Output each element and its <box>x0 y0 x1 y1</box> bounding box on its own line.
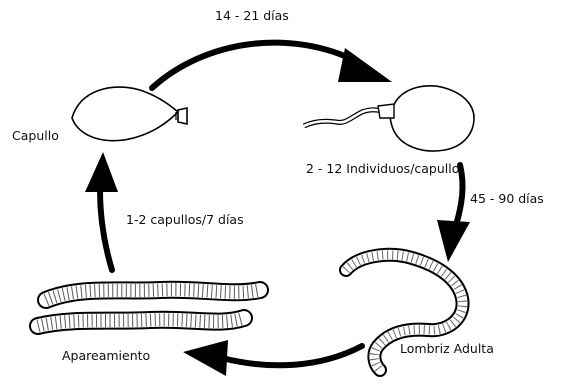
mating-label: Apareamiento <box>62 350 150 363</box>
right-duration-label: 45 - 90 días <box>470 193 544 206</box>
arrow-top <box>152 43 392 88</box>
cocoons-rate-label: 1-2 capullos/7 días <box>126 214 244 227</box>
cocoon-label: Capullo <box>12 130 59 143</box>
arrow-right <box>437 165 470 262</box>
top-duration-label: 14 - 21 días <box>215 10 289 23</box>
cocoon-illustration <box>72 87 187 141</box>
individuals-per-cocoon-label: 2 - 12 Individuos/capullo <box>306 163 459 176</box>
hatching-cocoon-illustration <box>304 86 474 151</box>
arrow-bottom <box>183 340 362 376</box>
adult-worm-label: Lombriz Adulta <box>400 343 494 356</box>
mating-worms-illustration <box>38 290 260 326</box>
arrow-left <box>85 152 118 270</box>
